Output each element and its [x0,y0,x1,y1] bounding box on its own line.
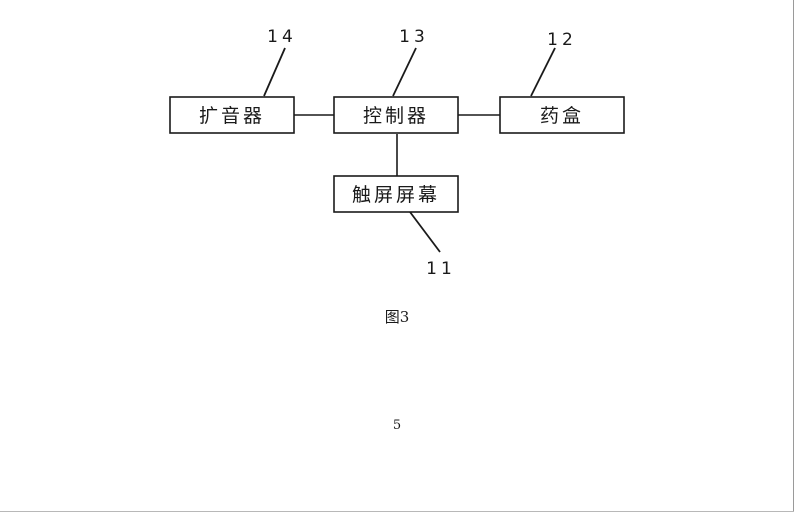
touchscreen-label: 触屏屏幕 [352,184,440,206]
pill-box-ref-number: 12 [547,30,577,50]
controller-block: 控制器 13 [333,27,459,134]
controller-label: 控制器 [363,105,429,127]
controller-ref-number: 13 [399,27,429,47]
speaker-box [169,96,295,134]
speaker-block: 扩音器 14 [169,27,297,134]
touchscreen-ref-number: 11 [426,259,456,279]
touchscreen-block: 触屏屏幕 11 [333,175,459,279]
pill-box-label: 药盒 [540,105,584,127]
speaker-leader-line [263,47,286,97]
speaker-ref-number: 14 [267,27,297,47]
pill-box-block: 药盒 12 [499,30,625,134]
controller-box [333,96,459,134]
touchscreen-box [333,175,459,213]
pill-box-leader-line [530,47,556,97]
touchscreen-leader-line [409,211,441,253]
speaker-label: 扩音器 [199,105,265,127]
pill-box-box [499,96,625,134]
figure-caption: 图3 [384,308,410,326]
controller-leader-line [392,47,417,97]
page-number: 5 [392,418,402,433]
